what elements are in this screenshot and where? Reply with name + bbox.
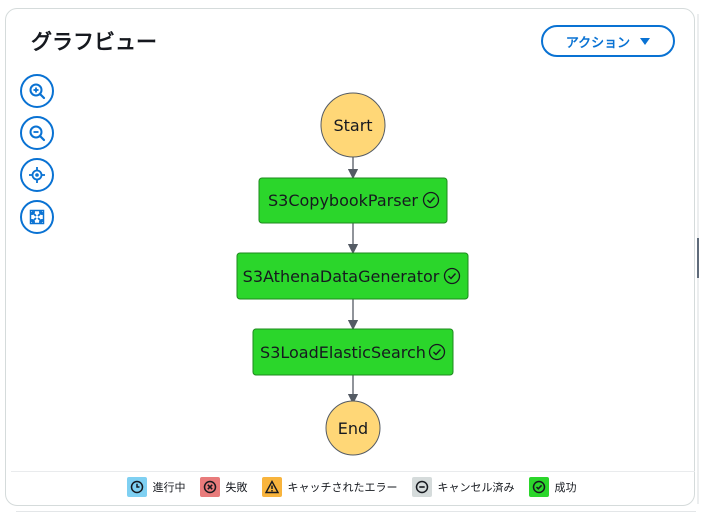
crosshair-icon [29,167,45,183]
warning-icon [261,477,282,497]
x-circle-icon [199,477,220,497]
page-title: グラフビュー [31,30,157,54]
status-legend: 進行中 失敗 キャッチされたエラー キャンセル済み 成功 [0,476,703,498]
legend-label-caught-error: キャッチされたエラー [287,481,398,494]
zoom-in-button[interactable] [20,74,54,108]
check-circle-icon [443,267,461,285]
next-panel-edge [16,511,696,521]
legend-item-succeeded: 成功 [528,477,577,497]
expand-icon [29,209,45,225]
graph-node-end[interactable]: End [325,400,381,456]
node-label-s3loadelasticsearch: S3LoadElasticSearch [260,343,426,362]
legend-label-succeeded: 成功 [554,481,577,494]
scrollbar-thumb[interactable] [697,238,699,278]
graph-node-s3loadelasticsearch[interactable]: S3LoadElasticSearch [252,328,454,376]
center-button[interactable] [20,158,54,192]
fit-button[interactable] [20,200,54,234]
clock-icon [126,477,147,497]
caret-down-icon [640,37,651,45]
zoom-out-icon [29,125,46,142]
legend-item-caught-error: キャッチされたエラー [261,477,398,497]
check-circle-icon [422,191,440,209]
legend-divider [11,471,695,472]
graph-node-s3copybookparser[interactable]: S3CopybookParser [258,177,448,224]
legend-label-cancelled: キャンセル済み [437,481,515,494]
legend-item-in-progress: 進行中 [126,477,186,497]
node-label-s3copybookparser: S3CopybookParser [268,191,418,210]
legend-label-in-progress: 進行中 [152,481,186,494]
zoom-in-icon [29,83,46,100]
zoom-out-button[interactable] [20,116,54,150]
state-machine-graph: Start S3CopybookParser S3AthenaDataGener… [236,92,469,456]
graph-node-start[interactable]: Start [320,92,386,158]
actions-dropdown-button[interactable]: アクション [541,25,675,57]
node-label-s3athenadatagenerator: S3AthenaDataGenerator [243,267,440,286]
legend-label-failed: 失敗 [225,481,248,494]
node-label-start: Start [333,116,372,135]
check-circle-icon [528,477,549,497]
actions-label: アクション [565,35,631,51]
legend-item-cancelled: キャンセル済み [411,477,515,497]
check-circle-icon [428,343,446,361]
graph-node-s3athenadatagenerator[interactable]: S3AthenaDataGenerator [236,252,469,300]
node-label-end: End [338,419,368,438]
minus-circle-icon [411,477,432,497]
legend-item-failed: 失敗 [199,477,248,497]
